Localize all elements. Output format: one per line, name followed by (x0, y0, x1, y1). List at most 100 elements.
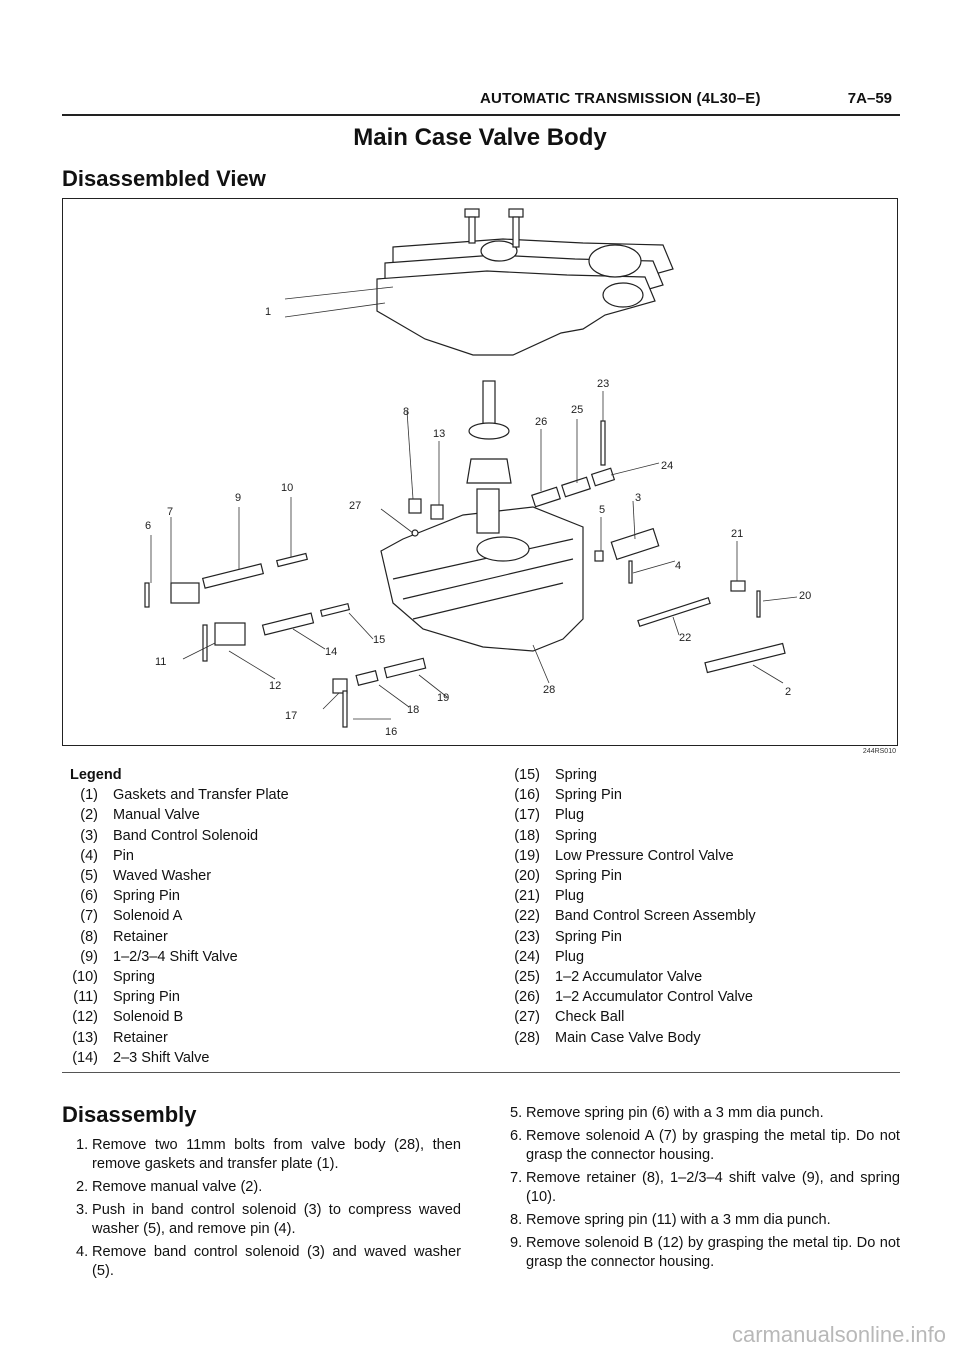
legend-item-number: (8) (80, 928, 98, 945)
valve-body-bore (476, 536, 530, 562)
accumulator-cap (466, 458, 512, 484)
step-text: Remove manual valve (2). (92, 1179, 263, 1195)
legend-item-number: (1) (80, 787, 98, 804)
legend-item: (8)Retainer (70, 927, 470, 947)
valve-26 (531, 486, 561, 508)
legend-item: (4)Pin (70, 846, 470, 866)
legend-item: (25) 1–2 Accumulator Valve (506, 967, 906, 987)
solenoid-a (170, 582, 200, 604)
legend-item-number: (18) (514, 827, 540, 844)
legend-item: (13)Retainer (70, 1028, 470, 1048)
steps-right: 5.Remove spring pin (6) with a 3 mm dia … (510, 1104, 900, 1276)
legend-item-label: Band Control Screen Assembly (555, 908, 756, 925)
legend-item-number: (16) (514, 787, 540, 804)
legend-item-label: Gaskets and Transfer Plate (113, 787, 289, 804)
legend-item: (27) Check Ball (506, 1007, 906, 1027)
legend-item-label: Check Ball (555, 1009, 625, 1026)
plate-hole-medium (602, 282, 644, 308)
figure-code: 244RS010 (862, 748, 896, 755)
legend-heading: Legend (70, 767, 122, 783)
disassembly-heading: Disassembly (62, 1102, 197, 1127)
legend-item: (11)Spring Pin (70, 987, 470, 1007)
procedure-step: 5.Remove spring pin (6) with a 3 mm dia … (510, 1104, 900, 1123)
retainer-8 (408, 498, 422, 514)
valve-body-detail (392, 538, 574, 620)
legend-item-label: Spring (555, 827, 597, 844)
spring-18 (355, 670, 379, 686)
legend-item-label: Spring Pin (555, 868, 622, 885)
shift-valve-14 (261, 612, 315, 636)
legend-item: (7)Solenoid A (70, 906, 470, 926)
legend-item: (19)Low Pressure Control Valve (506, 846, 906, 866)
step-number: 5. (510, 1105, 523, 1121)
step-number: 8. (510, 1212, 523, 1228)
spring-10 (275, 552, 309, 568)
step-number: 9. (510, 1235, 523, 1251)
legend-item-number: (21) (514, 888, 540, 905)
callout-10: 10 (281, 482, 293, 494)
step-number: 7. (510, 1170, 523, 1186)
solenoid-b (214, 622, 246, 646)
legend-item-number: (10) (72, 969, 98, 986)
spring-pin-6 (144, 582, 150, 608)
legend-item-number: (27) (514, 1009, 540, 1026)
callout-26: 26 (535, 416, 547, 428)
step-text: Push in band control solenoid (3) to com… (92, 1202, 461, 1237)
legend-item-number: (14) (72, 1049, 98, 1066)
legend-item-number: (11) (73, 989, 98, 1006)
callout-7: 7 (167, 506, 173, 518)
bolt-shank-left (468, 216, 476, 244)
procedure-step: 4.Remove band control solenoid (3) and w… (76, 1243, 461, 1281)
legend-item: (1) Gaskets and Transfer Plate (70, 785, 470, 805)
callout-21: 21 (731, 528, 743, 540)
callout-2: 2 (785, 686, 791, 698)
legend-item-number: (26) (514, 989, 540, 1006)
legend-item-number: (24) (514, 948, 540, 965)
step-number: 4. (76, 1244, 89, 1260)
legend-item: (10)Spring (70, 967, 470, 987)
legend-item-number: (7) (80, 908, 98, 925)
plate-hole-small (480, 240, 518, 262)
callout-4: 4 (675, 560, 681, 572)
accumulator-spring (476, 488, 500, 534)
legend-item-number: (12) (72, 1009, 98, 1026)
accumulator-pin (482, 380, 496, 426)
legend-item-number: (28) (514, 1029, 540, 1046)
exploded-view-diagram: 1 2 3 4 5 6 7 8 9 10 11 12 13 14 15 16 1… (62, 198, 898, 746)
legend-item: (3)Band Control Solenoid (70, 826, 470, 846)
legend-item-number: (9) (80, 948, 98, 965)
legend-item: (22)Band Control Screen Assembly (506, 906, 906, 926)
legend-item-label: Plug (555, 807, 585, 824)
procedure-step: 8.Remove spring pin (11) with a 3 mm dia… (510, 1211, 900, 1230)
legend-item-number: (15) (514, 767, 540, 783)
legend-right: (15)Spring (16) Spring Pin (17)Plug (18) Spri… (506, 765, 906, 1048)
legend-item: (23)Spring Pin (506, 927, 906, 947)
bolt-head-left (464, 208, 480, 218)
legend-item: (14)2–3 Shift Valve (70, 1048, 470, 1068)
legend-item: (2)Manual Valve (70, 805, 470, 825)
leader-lines (150, 286, 798, 720)
legend-item-label: Plug (555, 888, 585, 905)
callout-11: 11 (155, 656, 166, 668)
legend-item-label: Band Control Solenoid (113, 827, 259, 844)
step-text: Remove two 11mm bolts from valve body (2… (92, 1137, 461, 1172)
legend-item: (5)Waved Washer (70, 866, 470, 886)
legend-item-number: (25) (514, 969, 540, 986)
manual-valve (704, 642, 786, 674)
legend-item-label: Spring Pin (113, 888, 180, 905)
legend-item: (15)Spring (506, 765, 906, 785)
spring-pin-20 (756, 590, 761, 618)
callout-24: 24 (661, 460, 673, 472)
procedure-step: 9.Remove solenoid B (12) by grasping the… (510, 1234, 900, 1272)
plug-21 (730, 580, 746, 592)
legend-item-label: Manual Valve (113, 807, 200, 824)
plug-24 (590, 467, 616, 487)
step-number: 3. (76, 1202, 89, 1218)
bolt-head-right (508, 208, 524, 218)
legend-item-label: 1–2 Accumulator Valve (555, 969, 703, 986)
legend-item-label: Solenoid B (113, 1009, 184, 1026)
legend-item-label: Pin (113, 847, 134, 864)
procedure-step: 2.Remove manual valve (2). (76, 1178, 461, 1197)
callout-12: 12 (269, 680, 281, 692)
legend-item: (17)Plug (506, 805, 906, 825)
